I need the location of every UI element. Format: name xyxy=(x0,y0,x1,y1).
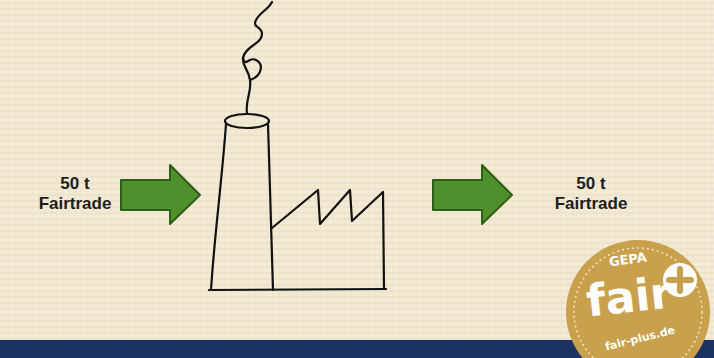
seal-disc xyxy=(566,240,710,358)
chimney-line xyxy=(268,124,273,290)
chimney-top xyxy=(225,114,269,128)
chimney-line xyxy=(211,124,226,290)
green-arrow xyxy=(433,165,512,224)
seal-wordmark: fair xyxy=(572,264,687,328)
flow-quantity: 50 t Fairtrade xyxy=(548,174,634,214)
green-arrow xyxy=(121,165,200,224)
sawtooth-roof xyxy=(272,190,384,289)
smoke-squiggle xyxy=(243,58,261,80)
smoke-squiggle xyxy=(243,2,272,113)
flow-quantity: 50 t Fairtrade xyxy=(32,174,118,214)
factory-base xyxy=(209,289,386,290)
